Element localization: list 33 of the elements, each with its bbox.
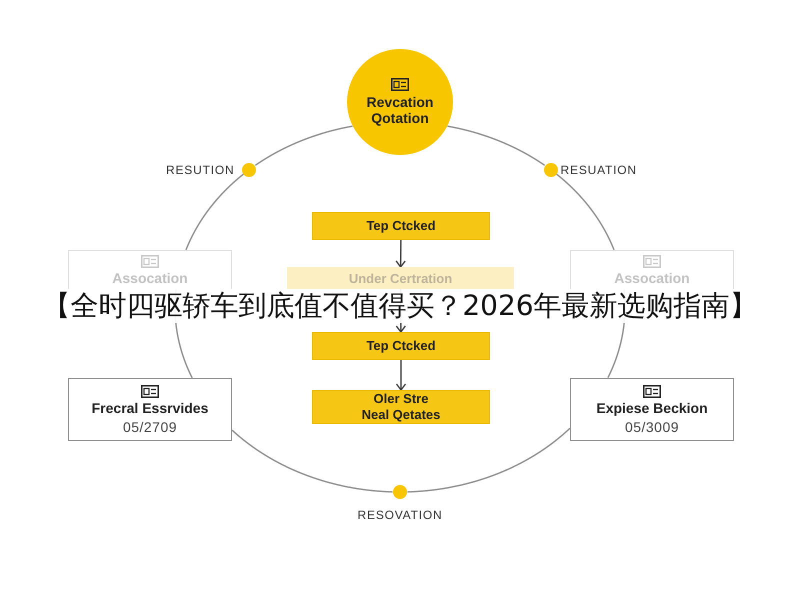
dot-icon [544,162,558,177]
process-box [312,332,490,360]
dot-label: RESOVATION [358,508,442,522]
step-label: Oler Stre Neal Qetates [360,391,442,423]
connector-line [447,125,546,166]
connector-line [254,125,353,166]
connector-line [185,173,244,250]
node-label: Revcation Qotation [366,94,434,126]
step-label: Under Certration [348,270,452,287]
card-title: Assocation [112,270,188,287]
card-title: Assocation [614,270,690,287]
card-title: Expiese Beckion [596,400,708,417]
faded-process-box [287,267,514,289]
card-title: Frecral Essrvides [92,400,208,417]
dot-label: RESUATION [560,162,637,177]
arrow [395,240,406,268]
date-text: 05/3009 [624,419,680,436]
step-label: Tep Ctcked [366,218,436,234]
connector-line [407,428,570,493]
dot-icon [393,485,407,499]
connector-line [232,430,393,493]
faded-card [68,250,232,289]
process-box [312,212,490,240]
connector-line [556,173,615,250]
dot-label: RESUTION [166,162,234,177]
info-card [68,378,232,441]
step-label: Tep Ctcked [366,338,436,354]
info-card [570,378,734,441]
date-text: 05/2709 [122,419,178,436]
process-box [312,390,490,424]
arrow [396,360,406,391]
faded-card [570,250,734,289]
dot-icon [242,162,256,177]
